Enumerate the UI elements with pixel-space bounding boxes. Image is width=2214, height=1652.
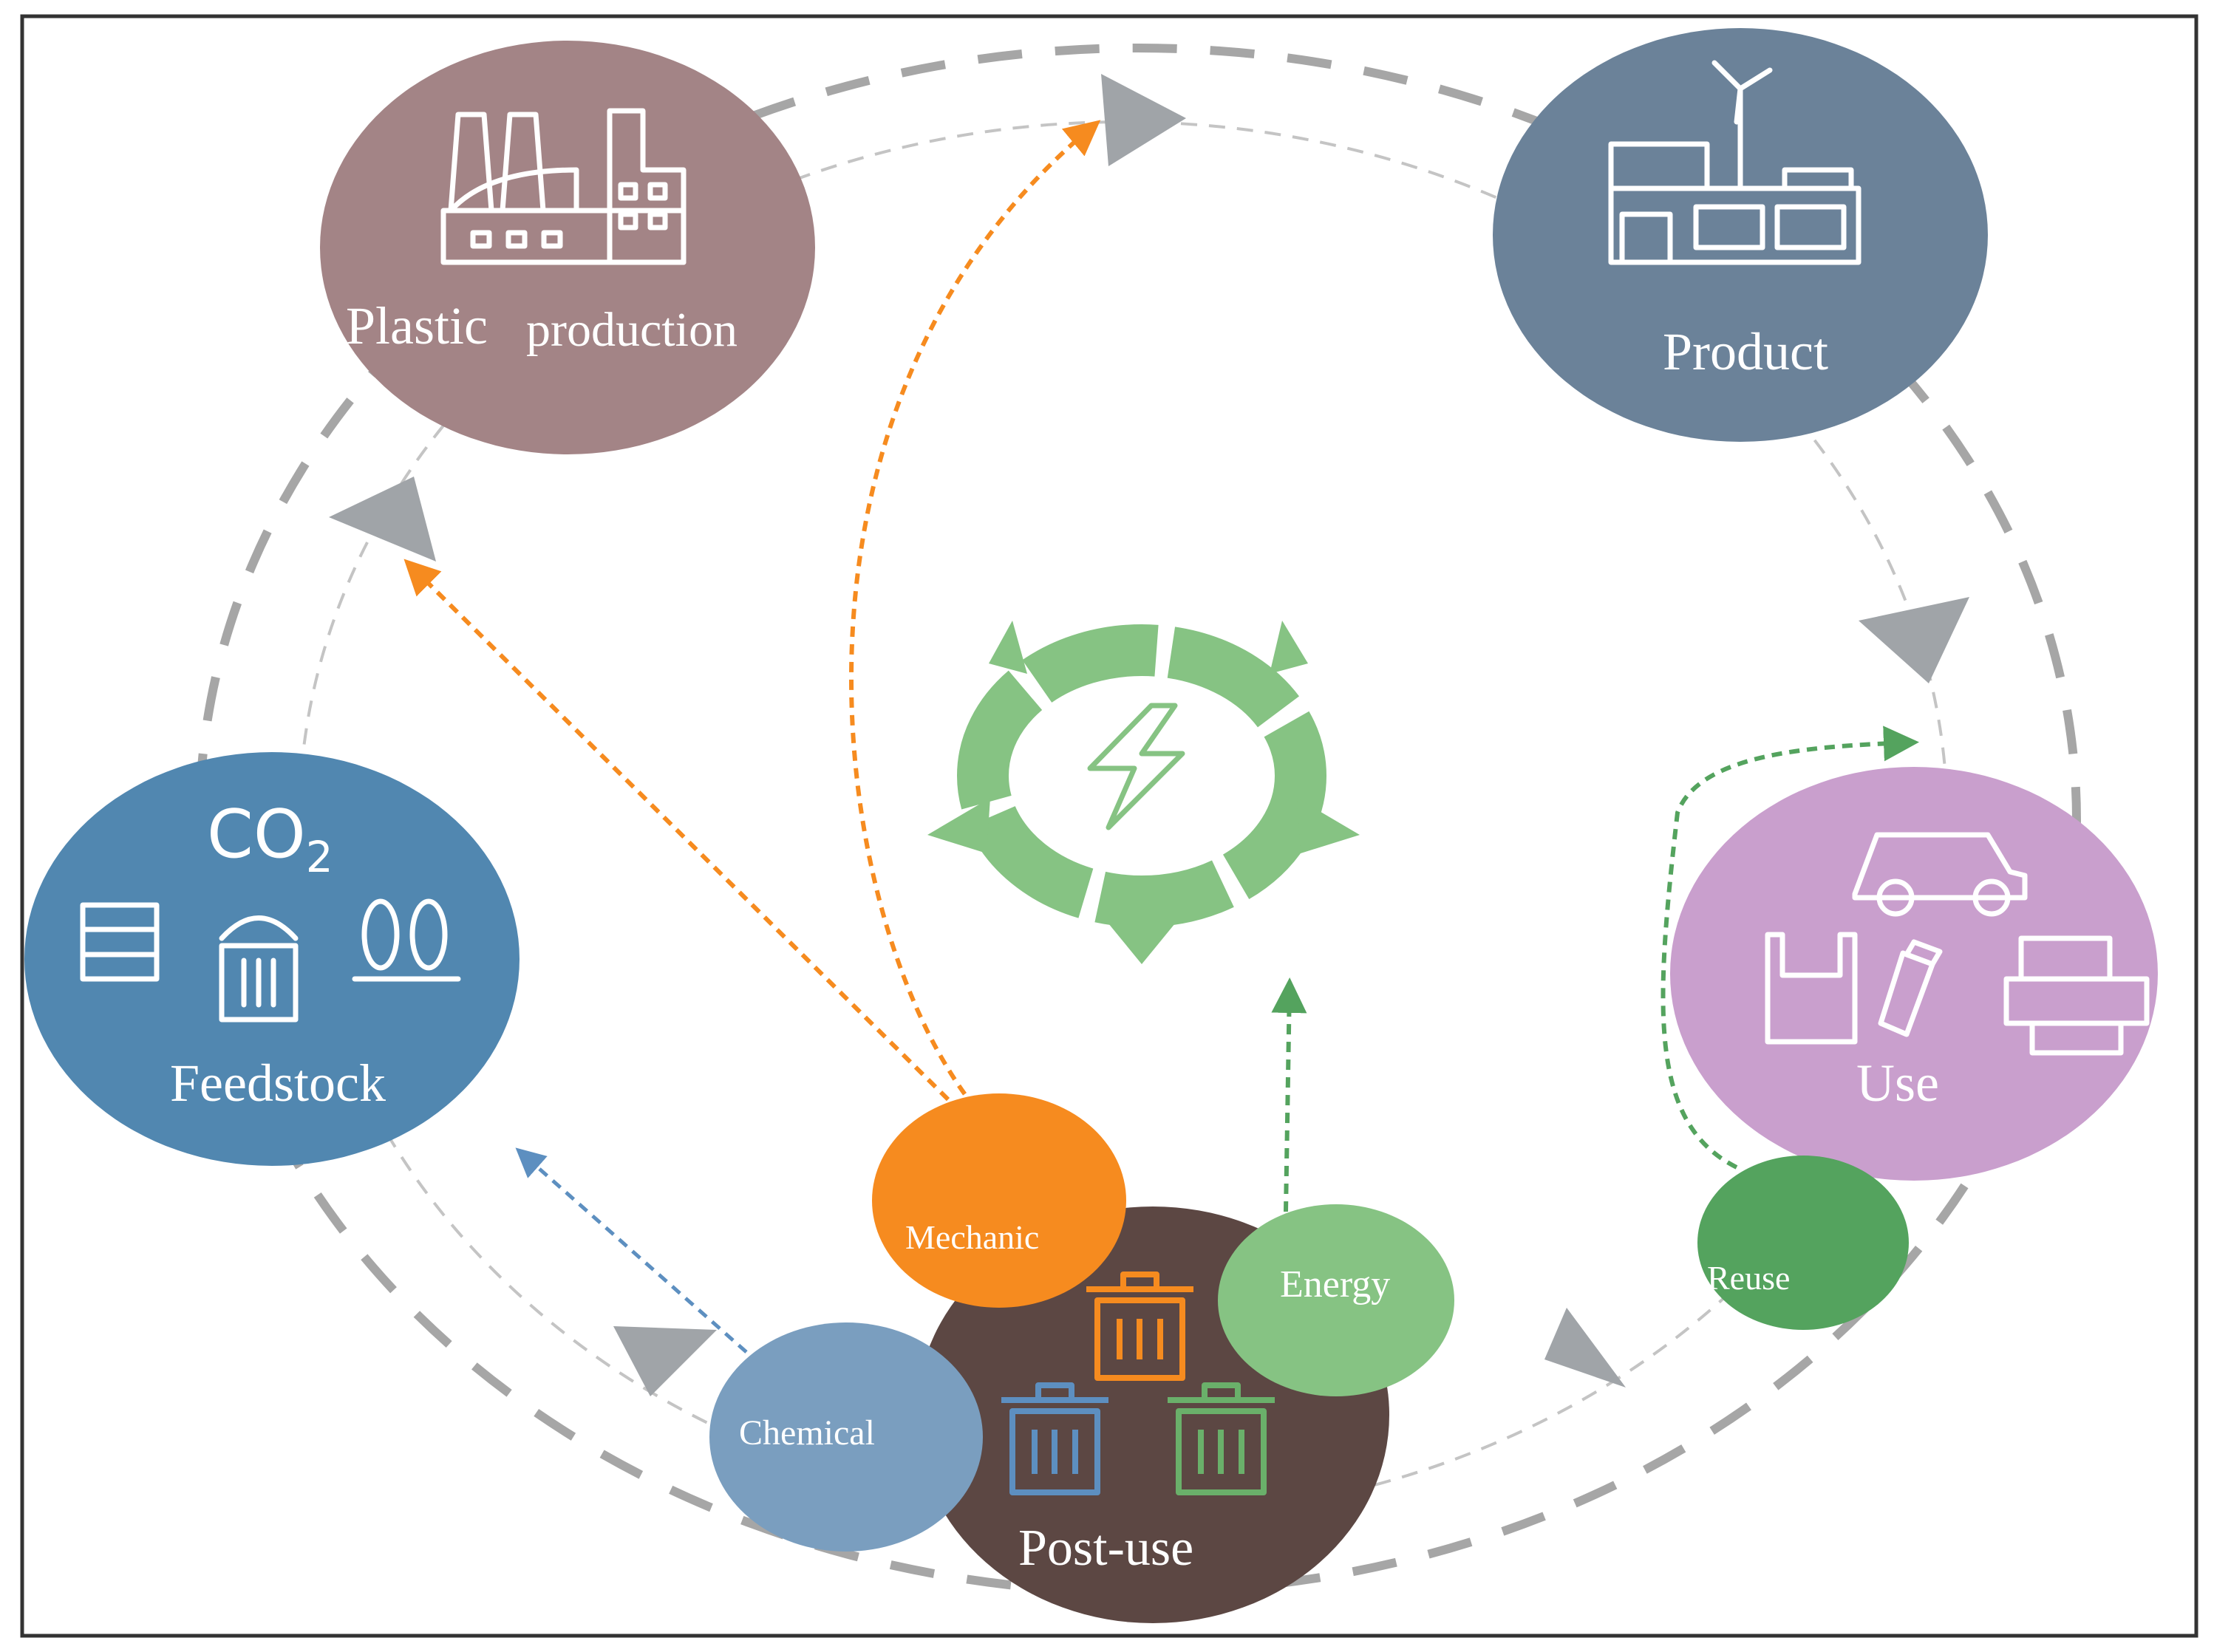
cycle-arrowhead-right	[1859, 597, 1969, 683]
ring-arrow-left	[927, 798, 990, 853]
feedstock-label: Feedstock	[170, 1054, 386, 1113]
ring-arrow-top-right	[1270, 621, 1308, 674]
wind-turbine-factory-icon	[1608, 60, 1862, 265]
feedstock-node: CO2 Feedstock	[24, 752, 520, 1166]
mechanic-label: Mechanic	[905, 1218, 1039, 1256]
use-node: Use	[1670, 767, 2158, 1181]
bottle-icon	[1878, 939, 1943, 1037]
product-node: Product	[1493, 28, 1988, 442]
lightning-bolt-icon	[1087, 703, 1185, 830]
use-label: Use	[1856, 1054, 1939, 1113]
ring-arrow-top-left	[989, 621, 1027, 674]
cycle-arrowheads	[329, 74, 1969, 1396]
trash-bin-icons	[1001, 1272, 1275, 1495]
cycle-arrowhead-left	[329, 477, 436, 562]
reuse-node: Reuse	[1697, 1156, 1909, 1330]
cycle-arrowhead-bottom-left	[613, 1326, 717, 1396]
cycle-arrowhead-top	[1101, 74, 1186, 166]
corn-plant-icon	[352, 898, 461, 982]
reuse-label: Reuse	[1707, 1259, 1790, 1297]
mechanic-to-production-path	[849, 120, 1101, 1110]
energy-symbol	[927, 621, 1360, 964]
energy-node: Energy	[1218, 1204, 1454, 1396]
energy-ring	[957, 624, 1326, 927]
cycle-arrowhead-bottom-right	[1544, 1308, 1626, 1388]
product-circle	[1493, 28, 1988, 442]
energy-label: Energy	[1280, 1263, 1390, 1305]
oil-barrel-icon	[80, 902, 160, 982]
ring-arrow-right	[1297, 798, 1360, 853]
factory-icon	[440, 108, 687, 265]
use-circle	[1670, 767, 2158, 1181]
mechanic-node: Mechanic	[872, 1093, 1126, 1308]
chemical-to-feedstock-path	[515, 1147, 748, 1354]
trash-bin-icon	[1086, 1272, 1193, 1381]
plastic-production-label-a: Plastic	[346, 296, 488, 355]
plastic-production-label-b: production	[526, 303, 738, 357]
plastic-production-node: Plastic production	[320, 41, 815, 454]
ring-arrow-bottom	[1108, 924, 1175, 964]
mechanic-to-plastic-path	[403, 559, 963, 1114]
reuse-to-use-path	[1660, 726, 1919, 1170]
energy-circle	[1218, 1204, 1454, 1396]
plastic-production-circle	[320, 41, 815, 454]
trash-bin-icon	[1001, 1382, 1108, 1495]
plastic-bag-icon	[1765, 932, 1858, 1045]
mechanic-circle	[872, 1093, 1126, 1308]
car-icon	[1852, 832, 2028, 917]
reuse-circle	[1697, 1156, 1909, 1330]
waste-bin-icon	[219, 915, 299, 1023]
printer-icon	[2003, 935, 2150, 1056]
co2-label: CO2	[207, 796, 333, 882]
post-use-label: Post-use	[1018, 1520, 1193, 1577]
product-label: Product	[1663, 322, 1828, 381]
trash-bin-icon	[1168, 1382, 1275, 1495]
energy-recovery-path	[1271, 977, 1307, 1212]
chemical-circle	[709, 1322, 983, 1552]
chemical-node: Chemical	[709, 1322, 983, 1552]
chemical-label: Chemical	[739, 1413, 875, 1453]
